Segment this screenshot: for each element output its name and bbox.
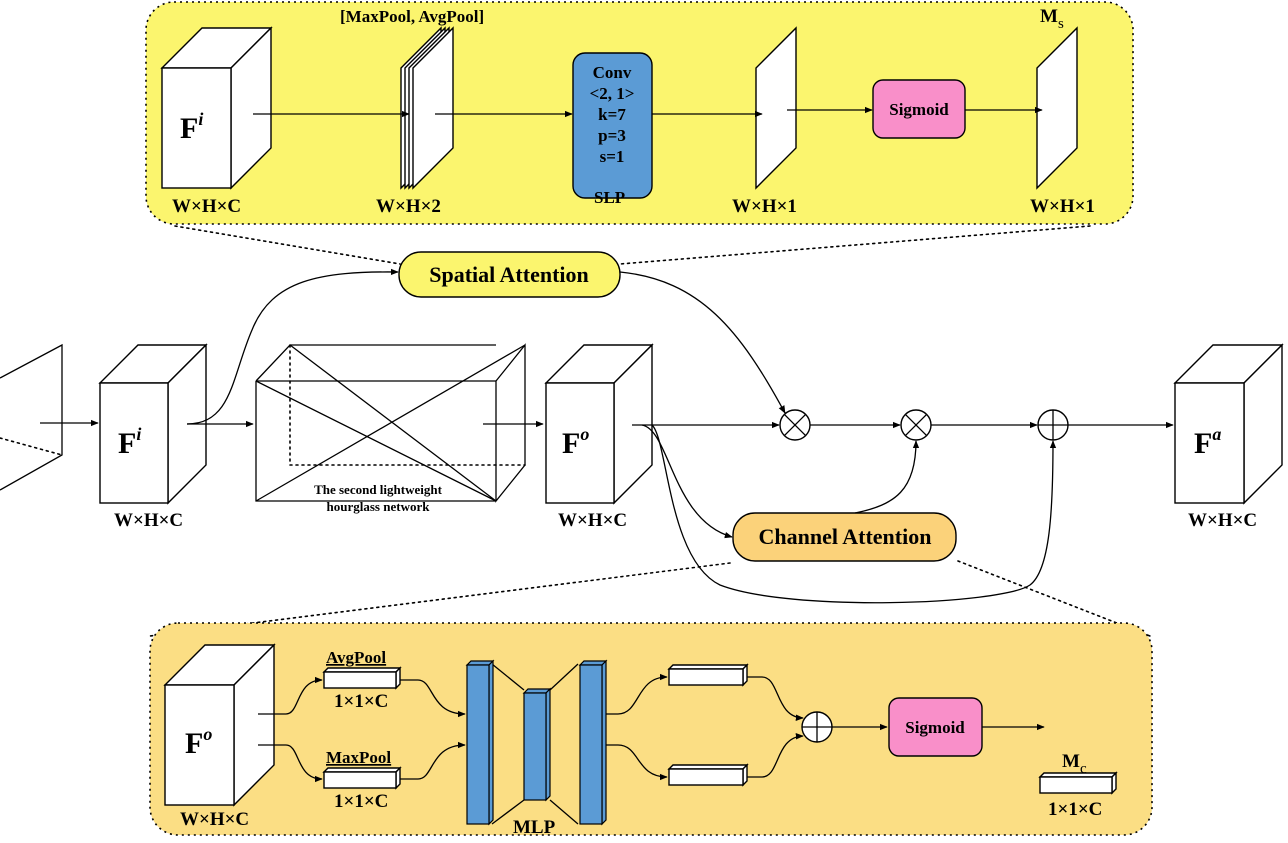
conv-parameters: Conv <2, 1> k=7 p=3 s=1 [590, 63, 635, 166]
hourglass-caption-line2: hourglass network [327, 499, 431, 514]
add-operator [1037, 409, 1069, 441]
channel-add-operator [801, 711, 833, 743]
maxpool-dim: 1×1×C [334, 791, 388, 812]
mlp-block [465, 659, 608, 826]
hourglass-network [255, 343, 526, 503]
avgpool-dim: 1×1×C [334, 691, 388, 712]
maxpool-vector [322, 766, 402, 790]
fa-cuboid [1173, 343, 1284, 505]
mlp-output-top [667, 663, 749, 687]
spatial-input-label: Fi [180, 109, 203, 145]
channel-attention-label: Channel Attention [759, 524, 932, 549]
main-flow-arrows [186, 268, 1174, 604]
mlp-output-bottom [667, 763, 749, 787]
mlp-label: MLP [513, 817, 556, 838]
avgpool-vector [322, 666, 402, 690]
channel-arrows [258, 673, 1045, 783]
fi-label: Fi [118, 424, 141, 460]
conv-output-dim: W×H×1 [732, 196, 797, 217]
channel-attention-node [732, 512, 957, 562]
multiply-operator-1 [779, 409, 811, 441]
channel-map-dim: 1×1×C [1048, 799, 1102, 820]
pooled-feature-stack [400, 26, 454, 190]
svg-text:s=1: s=1 [600, 147, 625, 166]
channel-attention-panel [149, 622, 1153, 836]
fa-label: Fa [1194, 424, 1221, 460]
maxpool-label: MaxPool [326, 748, 391, 767]
spatial-arrows [253, 106, 1043, 118]
spatial-attention-label: Spatial Attention [429, 262, 589, 287]
spatial-input-dim: W×H×C [172, 196, 241, 217]
channel-input-label: Fo [185, 724, 212, 760]
spatial-sigmoid-label: Sigmoid [889, 100, 949, 119]
fi-dim: W×H×C [114, 510, 183, 531]
pool-label: [MaxPool, AvgPool] [340, 7, 484, 26]
pool-dim: W×H×2 [376, 196, 441, 217]
slp-label: SLP [594, 188, 625, 207]
multiply-operator-2 [900, 409, 932, 441]
svg-text:p=3: p=3 [598, 126, 626, 145]
spatial-input-cuboid [160, 26, 273, 190]
channel-input-dim: W×H×C [180, 809, 249, 830]
channel-sigmoid-label: Sigmoid [905, 718, 965, 737]
svg-text:Conv: Conv [593, 63, 632, 82]
svg-text:k=7: k=7 [598, 105, 626, 124]
fa-dim: W×H×C [1188, 510, 1257, 531]
spatial-sigmoid-block [872, 79, 966, 139]
hourglass-caption-line1: The second lightweight [314, 482, 443, 497]
channel-map-vector [1038, 771, 1118, 795]
channel-input-cuboid [163, 643, 276, 807]
previous-hourglass-partial [0, 343, 99, 491]
svg-text:<2, 1>: <2, 1> [590, 84, 635, 103]
spatial-map-plane [1036, 26, 1078, 190]
fo-cuboid [544, 343, 654, 505]
spatial-map-dim: W×H×1 [1030, 196, 1095, 217]
conv-block [572, 52, 653, 199]
conv-output-plane [755, 26, 797, 190]
fo-dim: W×H×C [558, 510, 627, 531]
channel-map-label: Mc [1062, 751, 1087, 777]
spatial-map-label: Ms [1040, 6, 1064, 32]
avgpool-label: AvgPool [326, 648, 386, 667]
spatial-attention-node [398, 251, 621, 298]
fo-label: Fo [562, 424, 589, 460]
